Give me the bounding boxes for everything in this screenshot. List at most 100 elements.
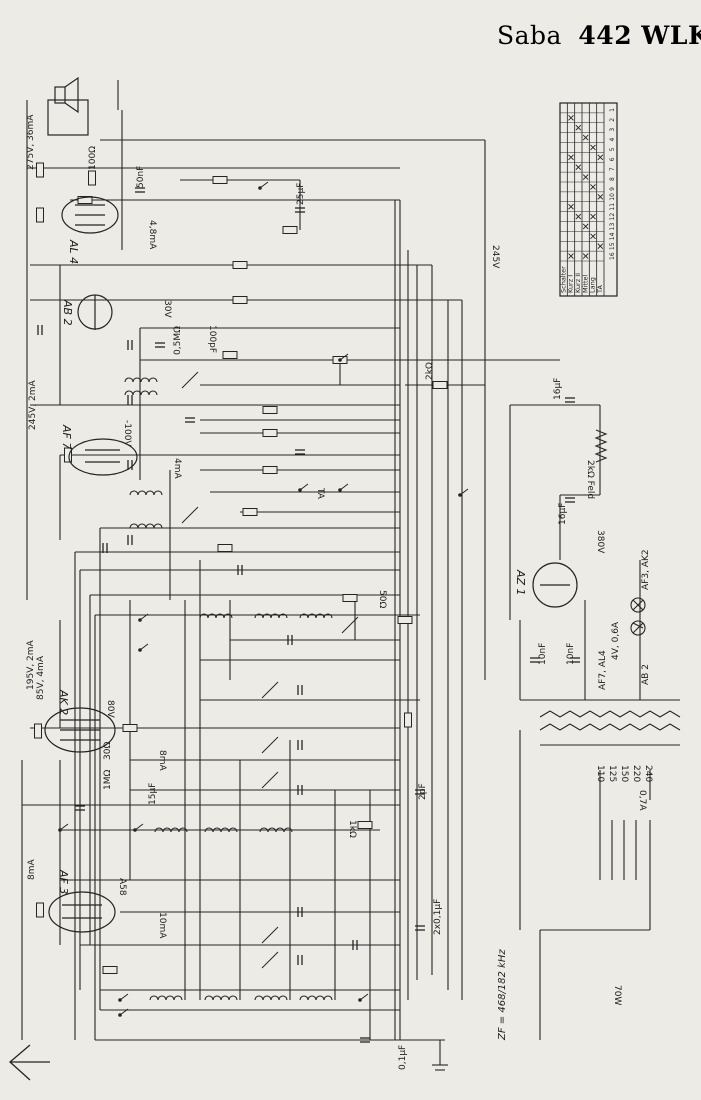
switch-table-row-label: Lang <box>589 277 597 293</box>
label-af3-anode: 10mA <box>157 912 167 939</box>
switch-table-column-label: 4 <box>609 138 616 142</box>
switch-table-cross <box>590 233 596 240</box>
switch-table-column-label: 1 <box>609 108 616 112</box>
coil-icon <box>154 827 188 833</box>
switch-table-cross <box>582 174 589 180</box>
coil-icon <box>259 827 293 833</box>
resistor-icon <box>102 966 118 974</box>
switch-contact-icon <box>134 823 144 831</box>
document-title: Saba 442 WLK <box>497 21 701 50</box>
label-res-2k: 2kΩ <box>425 362 435 380</box>
label-af7-ratings: 245V, 2mA <box>28 379 38 430</box>
switch-table-cross <box>568 203 574 210</box>
tube-label-al4: AL 4 <box>67 239 80 264</box>
label-res-1k: 1kΩ <box>347 820 357 838</box>
resistor-icon <box>212 176 228 184</box>
label-res-50: 50Ω <box>377 590 387 608</box>
label-tap-150: 150 <box>619 765 629 782</box>
resistor-icon <box>262 466 278 474</box>
switch-table-column-label: 6 <box>609 157 616 161</box>
field-coil-icon <box>594 429 608 463</box>
label-af7-grid: -100V <box>122 420 132 447</box>
label-hv-245: 245V <box>490 245 500 269</box>
label-heaters-c: AB 2 <box>641 664 651 685</box>
switch-table-cross <box>597 154 604 161</box>
label-tap-125: 125 <box>607 765 617 782</box>
switch-table-column-label: 11 <box>609 203 616 211</box>
component-labels: AL 4 AB 2 AF 7 AK 2 AF 3 AZ 1 275V, 36mA… <box>26 114 653 1070</box>
label-ta: TA <box>315 487 325 500</box>
switch-contact-icon <box>119 1008 129 1016</box>
coil-icon <box>204 995 238 1001</box>
label-af3-current: 8mA <box>27 859 37 880</box>
resistor-icon <box>36 902 44 918</box>
tube-label-ak2: AK 2 <box>57 689 70 715</box>
resistor-icon <box>232 296 248 304</box>
switch-table-column-label: 15 <box>609 242 616 250</box>
switch-table-column-label: 8 <box>609 177 616 181</box>
label-cap-100pf: 100pF <box>207 325 217 353</box>
tube-label-af7: AF 7 <box>60 424 73 449</box>
label-ak2-current: 8mA <box>157 750 167 771</box>
resistors <box>34 162 608 974</box>
title-model: 442 WLK <box>578 21 701 50</box>
label-res-30: 30Ω <box>103 742 113 760</box>
tube-al4 <box>61 196 119 234</box>
resistor-icon <box>217 544 233 552</box>
switch-table-cross <box>597 193 604 200</box>
coil-icon <box>129 523 163 529</box>
label-cap-50nf: 50nF <box>136 166 146 188</box>
resistor-icon <box>36 162 44 178</box>
label-fuse: 0,7A <box>637 790 647 811</box>
label-power: 70W <box>612 985 622 1005</box>
label-res-05m: 0,5MΩ <box>173 326 183 355</box>
switch-table-cross <box>590 184 596 190</box>
switch-table-cross <box>575 213 582 220</box>
label-tap-240: 240 <box>643 765 653 782</box>
variable-capacitor-icon <box>261 681 279 699</box>
switch-table-grid <box>559 102 605 296</box>
switch-table-column-label: 16 <box>609 252 616 260</box>
coil-icon <box>124 377 158 383</box>
coil-icon <box>124 390 158 396</box>
resistor-icon <box>88 170 96 186</box>
coils <box>124 377 333 1001</box>
tube-label-az1: AZ 1 <box>514 569 527 596</box>
switch-table-row-label: TA <box>596 285 604 294</box>
switch-contact-icon <box>139 613 149 621</box>
resistor-icon <box>34 723 42 739</box>
tube-ab2 <box>77 294 113 330</box>
switch-table-column-label: 3 <box>609 128 616 132</box>
tube-af7 <box>68 438 138 476</box>
tube-label-af3: AF 3 <box>57 869 70 894</box>
coil-icon <box>149 995 183 1001</box>
capacitors <box>37 187 580 1043</box>
label-cap-16-b: 16μF <box>558 503 568 525</box>
title-maker: Saba <box>497 21 562 50</box>
variable-capacitor-icon <box>261 926 279 944</box>
variable-capacitor-icon <box>261 771 279 789</box>
switch-table-column-label: 5 <box>609 147 616 151</box>
resistor-icon <box>262 429 278 437</box>
wiring <box>21 80 680 1071</box>
coil-icon <box>299 995 333 1001</box>
switch-table-cross <box>597 243 604 250</box>
switch-contact-icon <box>459 488 469 496</box>
resistor-icon <box>432 381 448 389</box>
label-hv-380: 380V <box>595 530 605 554</box>
switch-table-row-label: Kurz II <box>574 273 582 293</box>
resistor-icon <box>222 351 238 359</box>
resistor-icon <box>404 712 412 728</box>
coil-icon <box>254 995 288 1001</box>
label-cap-15: 15μF <box>148 783 158 805</box>
tube-az1 <box>532 562 578 608</box>
label-ak2-screen: 85V, 4mA <box>36 655 46 700</box>
switch-table-cross <box>582 223 589 230</box>
switch-table-column-label: 2 <box>609 118 616 122</box>
label-ab2-volt: 30V <box>162 300 172 318</box>
switch-table-cross <box>582 134 589 141</box>
switch-table-column-label: 9 <box>609 187 616 191</box>
